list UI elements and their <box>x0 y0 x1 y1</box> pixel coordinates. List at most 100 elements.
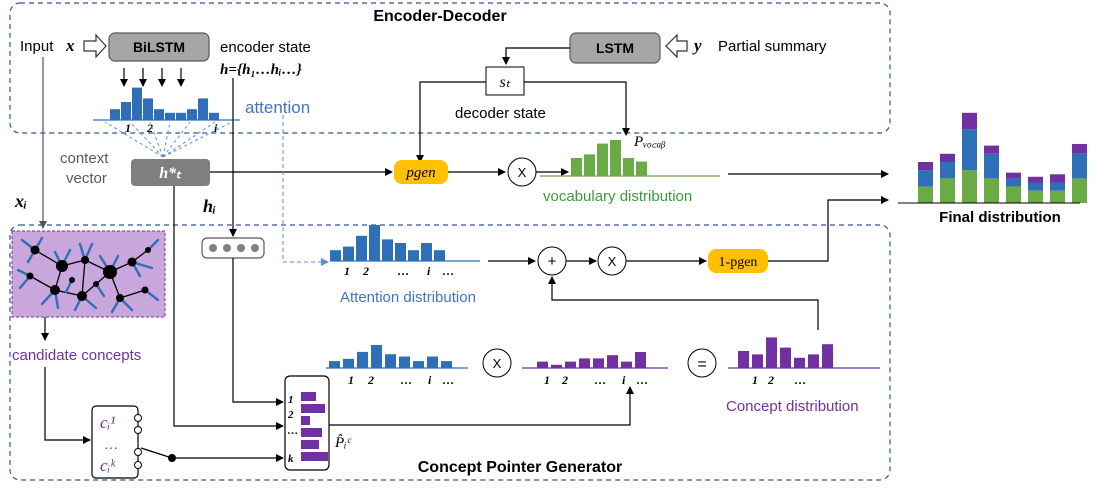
concept-weight-bar-3 <box>301 428 322 437</box>
vocabulary-distribution-chart <box>571 140 647 176</box>
vocab-bar-3 <box>610 140 621 176</box>
attention-input-bar-0 <box>110 109 120 120</box>
attention-input-bar-1 <box>121 102 131 120</box>
hidden-to-pointer-line <box>232 258 284 406</box>
st-label: sₜ <box>500 74 511 91</box>
final-bar-1-green <box>940 178 955 203</box>
attn-dist-bar-4 <box>382 239 393 261</box>
final-bar-6-blue <box>1050 182 1065 191</box>
final-bar-3-green <box>984 178 999 203</box>
encoder-state-eq: h={h₁…hᵢ…} <box>220 62 303 78</box>
concept-ck: cᵢᵏ <box>100 456 116 475</box>
attention-input-bar-2 <box>132 87 142 120</box>
attn-dist-2-bar-2 <box>357 351 368 368</box>
cmid-tick-dots: … <box>594 373 606 387</box>
attn-dist-2-bar-6 <box>413 361 424 368</box>
partial-summary-label: Partial summary <box>718 38 827 55</box>
attn-dist-2-bar-3 <box>371 345 382 368</box>
cmid-tick-1: 1 <box>544 373 550 387</box>
attn-dist-bar-2 <box>356 235 367 261</box>
concept-middle-chart <box>537 352 646 368</box>
phat-label: P̂ᵢᶜ <box>334 435 352 451</box>
tick-1: 1 <box>125 121 131 135</box>
concept-mid-bar-2 <box>565 361 576 368</box>
st-box <box>485 66 525 96</box>
final-bar-2-purple <box>962 112 977 130</box>
y-var: y <box>692 36 702 55</box>
context-to-pointer-line <box>173 186 284 430</box>
pointer-tick-1: 1 <box>288 394 294 406</box>
lstm-label: LSTM <box>596 40 634 56</box>
encoder-decoder-title: Encoder-Decoder <box>373 8 506 25</box>
attention-input-bar-9 <box>209 112 219 120</box>
attn-dist-label: Attention distribution <box>340 289 476 306</box>
times-op-3 <box>482 348 512 378</box>
concept-mid-bar-7 <box>635 352 646 368</box>
attention-input-bar-5 <box>165 112 175 120</box>
attn2-tick-2: 2 <box>367 373 374 387</box>
hidden-state-dots <box>209 244 259 252</box>
final-bar-0-blue <box>918 170 933 187</box>
lstm-to-st-line <box>502 47 570 65</box>
final-bar-7-purple <box>1072 143 1087 154</box>
concept-pointer-region <box>9 224 891 481</box>
final-bar-5-green <box>1028 190 1043 203</box>
attn2-tick-1: 1 <box>348 373 354 387</box>
concept-dist-bar-4 <box>794 357 805 368</box>
concept-dist-bar-1 <box>752 354 763 368</box>
attn-dist-bar-5 <box>395 243 406 261</box>
concept-dots: … <box>104 438 118 453</box>
encoder-decoder-region <box>9 2 891 134</box>
vocab-bar-5 <box>636 161 647 176</box>
pvocab-label: Pᵥₒ꜀ₐᵦ <box>633 134 665 150</box>
times-op-2-label: X <box>608 254 617 269</box>
attention-over-input-chart <box>110 87 219 120</box>
concept-c1: cᵢ¹ <box>100 413 115 432</box>
concept-mid-bar-4 <box>593 358 604 368</box>
attention-input-bar-3 <box>143 98 153 120</box>
final-bar-5-purple <box>1028 176 1043 183</box>
concept-dist-bar-6 <box>822 344 833 368</box>
final-bar-2-blue <box>962 129 977 171</box>
final-bar-0-purple <box>918 162 933 171</box>
encoder-state-label: encoder state <box>220 39 311 56</box>
concept-mid-bar-6 <box>621 361 632 368</box>
attention-input-bar-7 <box>187 109 197 120</box>
knowledge-graph-image <box>16 236 160 314</box>
final-bar-7-green <box>1072 178 1087 203</box>
context-vector-label: h*ₜ <box>159 165 182 182</box>
pointer-tick-k: k <box>288 453 294 465</box>
one-minus-pgen-box <box>708 249 768 273</box>
concept-distribution-chart <box>738 337 833 368</box>
attn-dist-bar-6 <box>408 250 419 261</box>
pgen-box <box>394 160 448 184</box>
final-bar-6-purple <box>1050 174 1065 183</box>
times-op-1-label: X <box>518 165 527 180</box>
attention-distribution-chart <box>330 225 445 261</box>
attn-dist-2-bar-0 <box>329 361 340 368</box>
bilstm-box <box>108 32 210 62</box>
concept-mid-bar-0 <box>537 361 548 368</box>
attn-dist-bar-0 <box>330 250 341 261</box>
attention-input-bar-6 <box>176 112 186 120</box>
final-distribution-chart <box>918 112 1087 203</box>
pointer-tick-2: 2 <box>287 409 294 421</box>
cdist-tick-dots: … <box>794 373 806 387</box>
vocab-dist-label: vocabulary distribution <box>543 188 692 205</box>
concept-weight-bar-0 <box>301 392 316 401</box>
concept-dist-bar-5 <box>808 354 819 368</box>
concept-mid-bar-1 <box>551 364 562 368</box>
final-bar-1-blue <box>940 162 955 179</box>
attn-dist-2-bar-7 <box>427 356 438 368</box>
final-bar-0-green <box>918 186 933 203</box>
attn2-tick-idots: … <box>442 373 454 387</box>
attn-tick-dots: … <box>397 264 409 278</box>
context-label: context <box>60 150 109 167</box>
attn2-tick-dots: … <box>400 373 412 387</box>
final-dist-label: Final distribution <box>939 209 1061 226</box>
candidate-concepts-label: candidate concepts <box>12 347 141 364</box>
equals-op <box>687 348 717 378</box>
candidates-to-box-line <box>44 367 91 444</box>
attention-label: attention <box>245 98 310 117</box>
equals-op-label: = <box>697 356 706 373</box>
